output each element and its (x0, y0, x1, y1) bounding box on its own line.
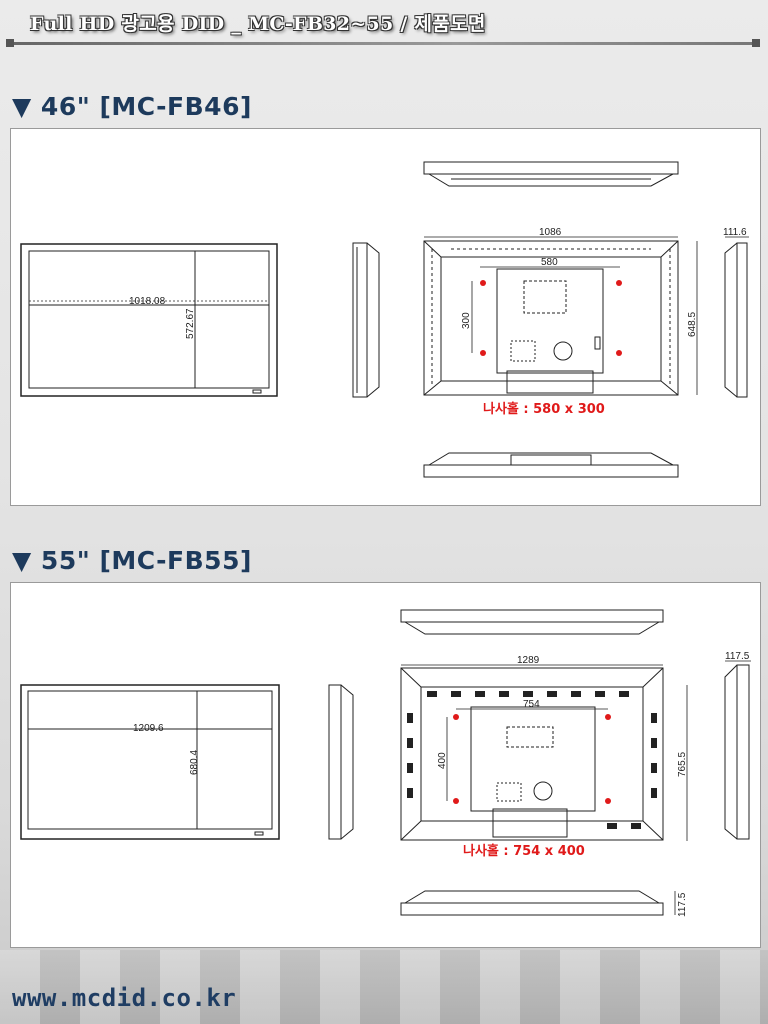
dim-depth-46: 111.6 (723, 227, 747, 238)
dim-depth-bottom-55: 117.5 (677, 892, 688, 917)
front-view-55 (20, 684, 280, 840)
dim-depth-55: 117.5 (725, 651, 750, 662)
vesa-holes-55 (453, 714, 611, 804)
dim-overall-height-46: 648.5 (687, 312, 698, 337)
header-rule-cap-right (752, 39, 760, 47)
dim-vesa-h-55: 754 (523, 699, 540, 710)
dim-screen-width-46: 1018.08 (129, 296, 166, 307)
dim-screen-height-46: 572.67 (185, 308, 196, 339)
dim-overall-width-55: 1289 (517, 655, 540, 666)
hole-label-55: 나사홀 : 754 x 400 (463, 843, 585, 859)
vesa-holes-46 (480, 280, 622, 356)
section-title-55: ▼ 55" [MC-FB55] (12, 546, 252, 575)
rear-vents-55 (407, 691, 657, 829)
drawing-46: 1018.08 572.67 1086 580 300 648.5 111.6 … (20, 161, 749, 478)
footer-url[interactable]: www.mcdid.co.kr (12, 984, 237, 1012)
dim-screen-height-55: 680.4 (189, 750, 200, 775)
dim-vesa-v-46: 300 (461, 312, 472, 329)
top-view-46 (423, 161, 679, 187)
front-view-46 (20, 243, 278, 397)
dim-screen-width-55: 1209.6 (133, 723, 164, 734)
header-rule (8, 42, 754, 45)
page-header-title: Full HD 광고용 DID _ MC-FB32~55 / 제품도면 (30, 13, 486, 35)
rear-view-55 (400, 667, 664, 841)
right-side-view-46 (724, 242, 748, 398)
floor-background (0, 950, 768, 1024)
header-rule-cap-left (6, 39, 14, 47)
side-view-46 (352, 242, 380, 398)
drawing-panel-55: 1209.6 680.4 1289 754 400 765.5 117.5 11… (10, 582, 761, 948)
dim-overall-width-46: 1086 (539, 227, 562, 238)
hole-label-46: 나사홀 : 580 x 300 (483, 401, 605, 417)
drawing-panel-46: 1018.08 572.67 1086 580 300 648.5 111.6 … (10, 128, 761, 506)
dim-vesa-v-55: 400 (437, 752, 448, 769)
bottom-view-55 (400, 890, 664, 916)
bottom-view-46 (423, 452, 679, 478)
section-title-46: ▼ 46" [MC-FB46] (12, 92, 252, 121)
top-view-55 (400, 609, 664, 635)
side-view-55 (328, 684, 354, 840)
drawing-55: 1209.6 680.4 1289 754 400 765.5 117.5 11… (20, 609, 751, 917)
right-side-view-55 (724, 664, 750, 840)
dim-vesa-h-46: 580 (541, 257, 558, 268)
dim-overall-height-55: 765.5 (677, 752, 688, 777)
